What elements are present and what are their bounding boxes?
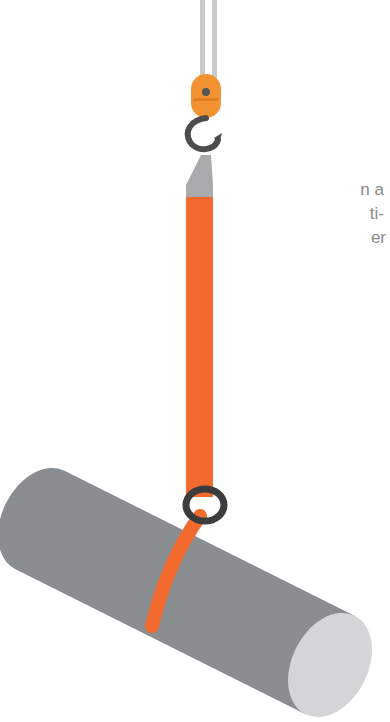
cylinder-end — [271, 599, 388, 722]
sling-ring — [186, 489, 224, 521]
choker-wrap — [152, 516, 200, 626]
pulley-block — [191, 74, 221, 118]
pulley-seam — [194, 98, 218, 101]
crane-rope — [212, 0, 217, 82]
text-fragment: er — [371, 228, 386, 248]
text-fragment: n a — [360, 180, 384, 200]
crane-hook — [188, 118, 218, 149]
sling-leg — [186, 197, 213, 497]
text-fragment: ti- — [370, 204, 384, 224]
pulley-pin — [202, 88, 210, 96]
sling-eye — [186, 155, 213, 197]
hook-tip — [214, 133, 222, 144]
crane-rope — [200, 0, 205, 82]
